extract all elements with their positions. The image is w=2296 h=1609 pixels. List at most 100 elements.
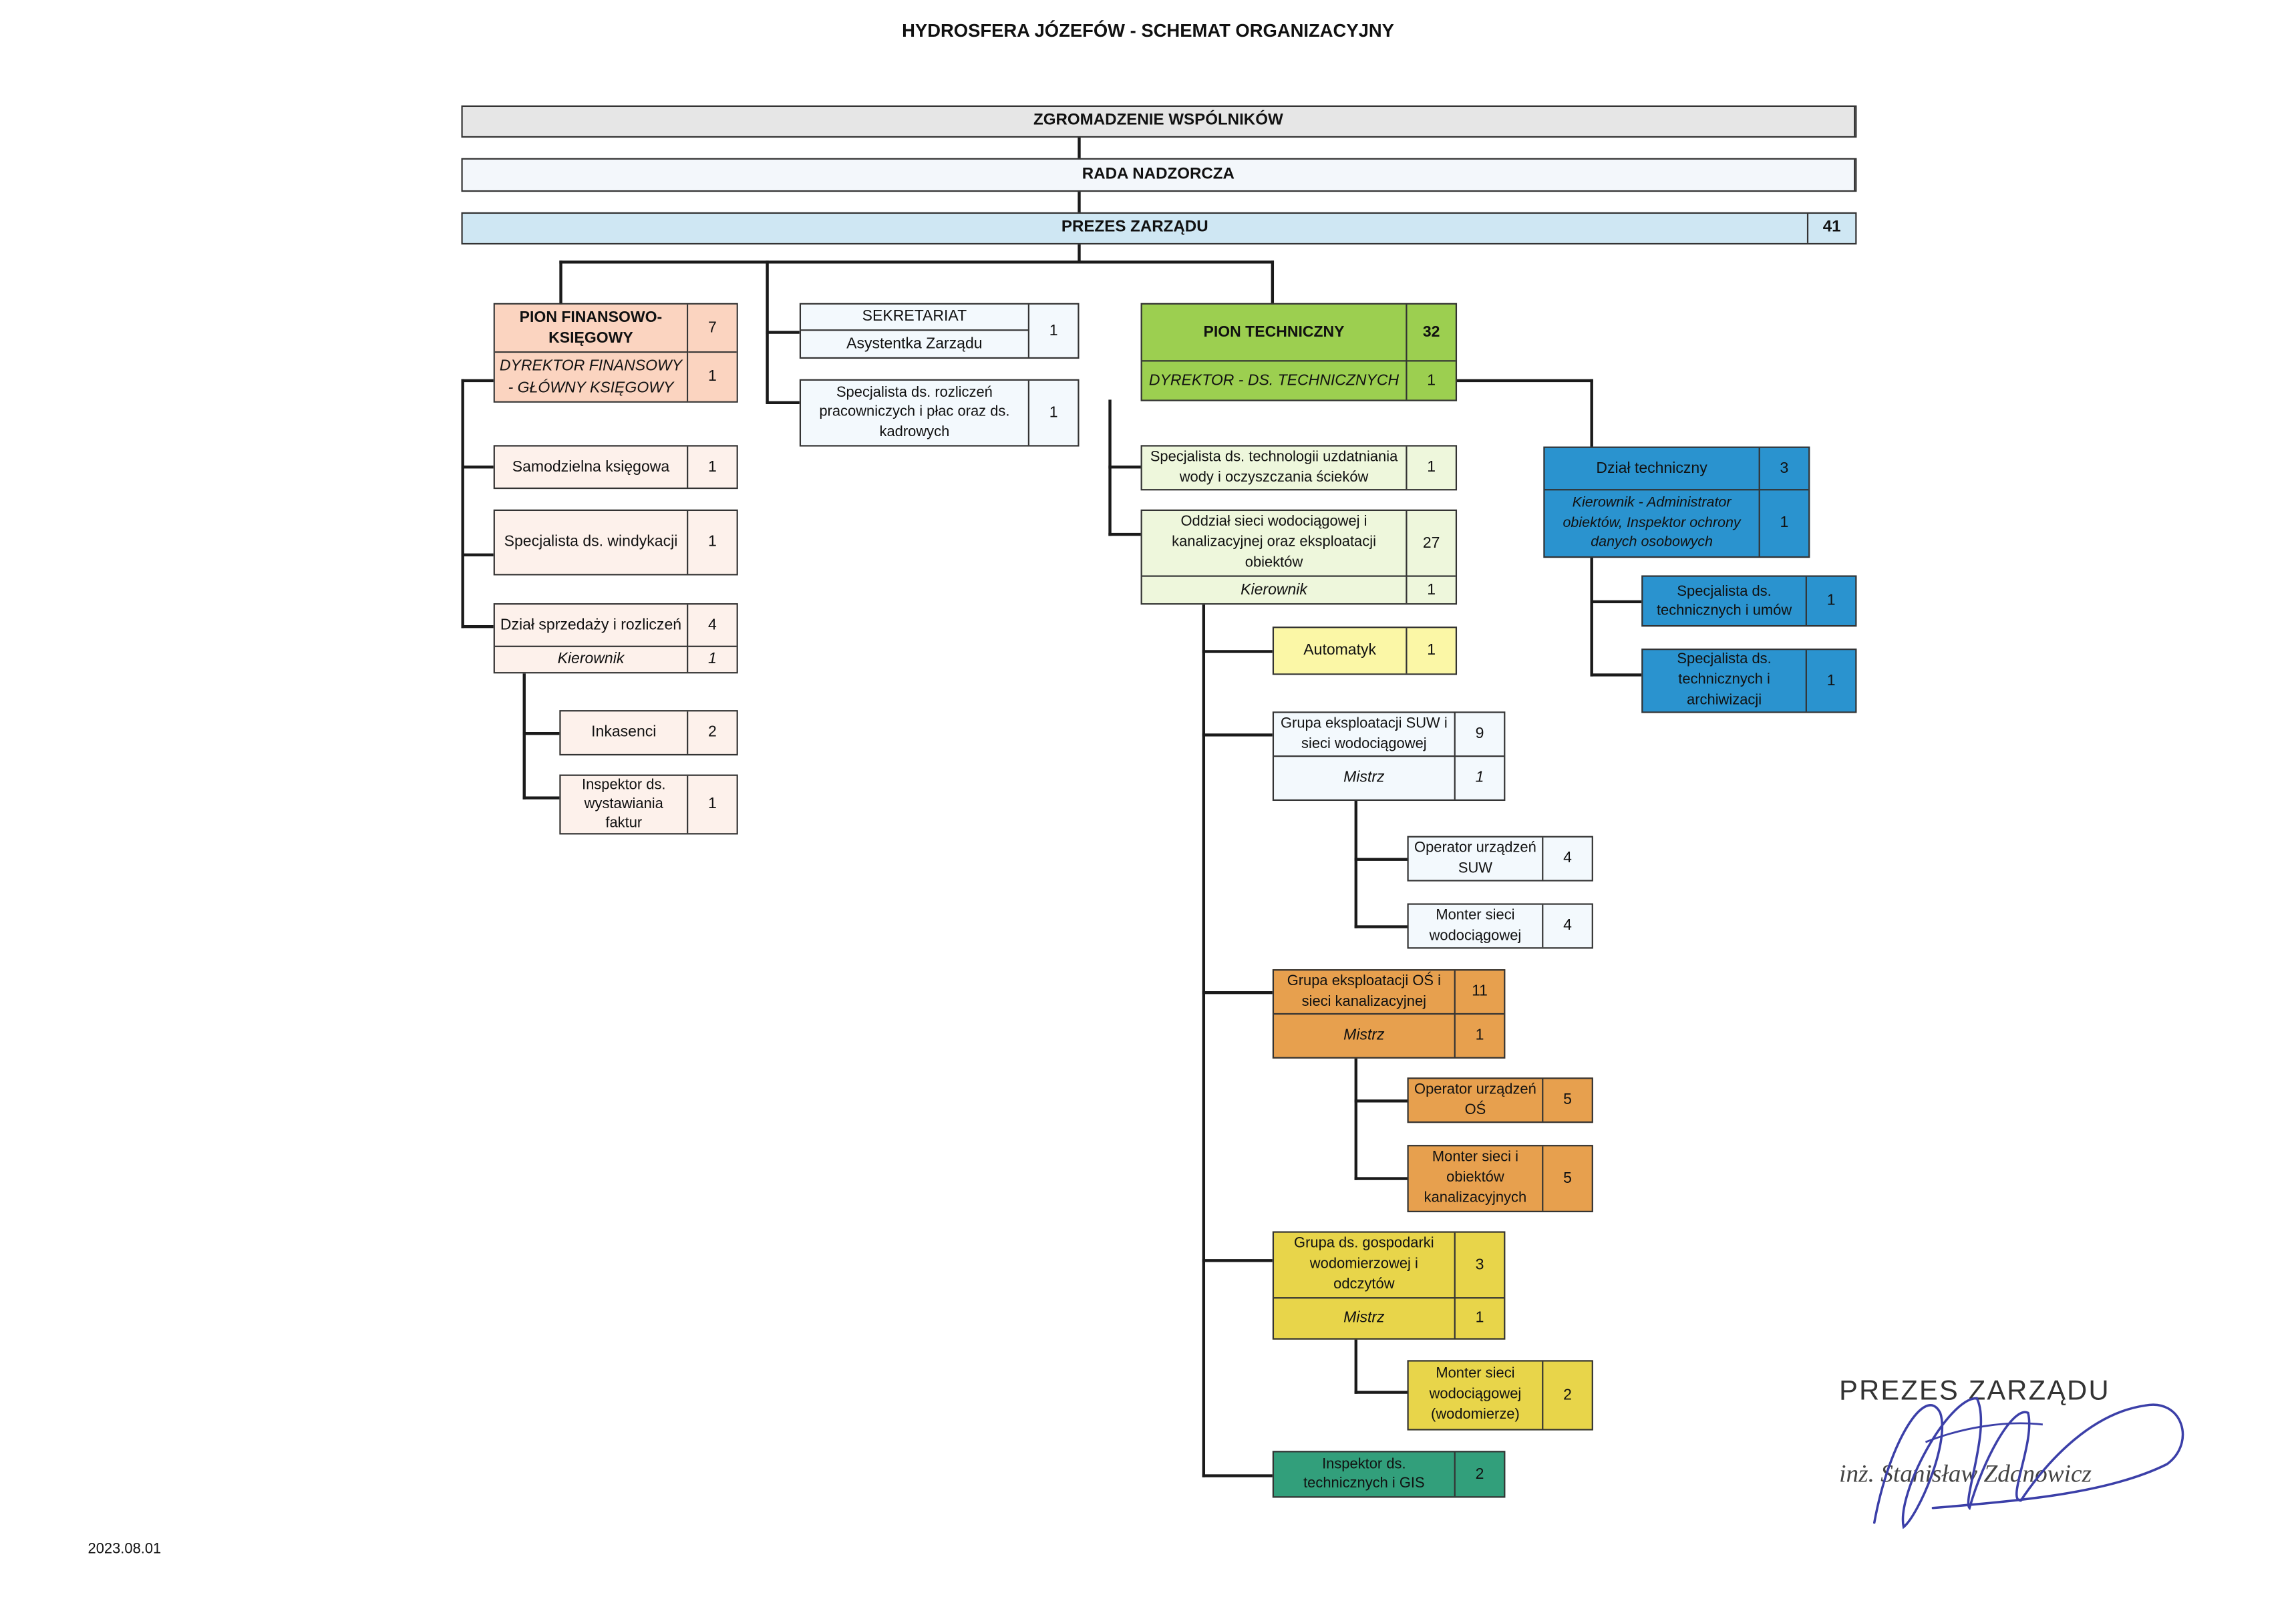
sewer-fitter-label: Monter sieci i obiektów kanalizacyjnych	[1409, 1146, 1544, 1211]
water-fitter-label: Monter sieci wodociągowej	[1409, 904, 1544, 948]
payroll-box: Specjalista ds. rozliczeń pracowniczych …	[799, 379, 1080, 447]
sales-label: Dział sprzedaży i rozliczeń	[494, 604, 689, 647]
tech-pion-label: PION TECHNICZNY	[1142, 304, 1408, 362]
tech-dept-head-label: Kierownik - Administrator obiektów, Insp…	[1545, 490, 1760, 556]
connector-line	[1354, 1099, 1408, 1103]
page-title: HYDROSFERA JÓZEFÓW - SCHEMAT ORGANIZACYJ…	[902, 20, 1394, 41]
tech-archive-box: Specjalista ds. technicznych i archiwiza…	[1641, 649, 1857, 713]
secretariat-box: SEKRETARIAT 1 Asystentka Zarządu	[799, 303, 1080, 359]
meter-group-head-count: 1	[1475, 1309, 1484, 1327]
invoices-box: Inspektor ds. wystawiania faktur 1	[559, 774, 738, 835]
invoices-label: Inspektor ds. wystawiania faktur	[561, 775, 689, 834]
collection-count: 1	[708, 533, 717, 551]
tech-archive-label: Specjalista ds. technicznych i archiwiza…	[1643, 650, 1807, 712]
connector-line	[1590, 556, 1593, 677]
connector-line	[1354, 858, 1408, 861]
os-group-head: Mistrz	[1274, 1015, 1456, 1057]
os-group-count: 11	[1455, 970, 1504, 1015]
tech-specialist-label: Specjalista ds. technologii uzdatniania …	[1142, 446, 1408, 490]
finance-pion-label: PION FINANSOWO-KSIĘGOWY	[494, 304, 689, 353]
accountant-box: Samodzielna księgowa 1	[493, 445, 738, 490]
tech-pion-box: PION TECHNICZNY 32 DYREKTOR - DS. TECHNI…	[1140, 303, 1458, 401]
finance-pion-box: PION FINANSOWO-KSIĘGOWY 7 DYREKTOR FINAN…	[493, 303, 738, 403]
connector-line	[1202, 733, 1273, 737]
connector-line	[1354, 1338, 1357, 1394]
gis-box: Inspektor ds. technicznych i GIS 2	[1272, 1451, 1506, 1498]
connector-line	[1108, 466, 1141, 469]
connector-line	[1202, 991, 1273, 995]
handwritten-signature-icon	[1873, 1397, 2184, 1530]
os-operator-box: Operator urządzeń OŚ 5	[1407, 1077, 1593, 1123]
os-operator-count: 5	[1563, 1091, 1572, 1109]
connector-line	[1202, 1259, 1273, 1262]
suw-operator-count: 4	[1563, 849, 1572, 868]
connector-line	[1590, 673, 1642, 677]
os-group-head-count: 1	[1475, 1027, 1484, 1045]
board-label: RADA NADZORCZA	[463, 159, 1856, 190]
connector-line	[1202, 603, 1206, 1477]
suw-operator-label: Operator urządzeń SUW	[1409, 837, 1544, 880]
meter-fitter-box: Monter sieci wodociągowej (wodomierze) 2	[1407, 1360, 1593, 1431]
collectors-count: 2	[708, 723, 717, 741]
payroll-count: 1	[1049, 403, 1058, 421]
suw-group-head: Mistrz	[1274, 757, 1456, 799]
connector-line	[766, 401, 800, 404]
gis-label: Inspektor ds. technicznych i GIS	[1274, 1452, 1456, 1497]
connector-line	[461, 379, 464, 629]
assembly-label: ZGROMADZENIE WSPÓLNIKÓW	[463, 107, 1856, 136]
connector-line	[559, 260, 562, 305]
os-operator-label: Operator urządzeń OŚ	[1409, 1079, 1544, 1122]
secretariat-assistant: Asystentka Zarządu	[801, 331, 1029, 357]
collectors-box: Inkasenci 2	[559, 710, 738, 756]
tech-director-label: DYREKTOR - DS. TECHNICZNYCH	[1142, 361, 1408, 400]
network-box: Oddział sieci wodociągowej i kanalizacyj…	[1140, 509, 1458, 605]
finance-director-count: 1	[688, 353, 737, 401]
connector-line	[461, 466, 494, 469]
network-head-label: Kierownik	[1142, 576, 1408, 604]
sewer-fitter-count: 5	[1563, 1169, 1572, 1188]
automation-label: Automatyk	[1274, 628, 1408, 674]
connector-line	[1202, 1474, 1273, 1477]
connector-line	[1078, 190, 1081, 214]
suw-group-head-count: 1	[1475, 769, 1484, 787]
meter-group-box: Grupa ds. gospodarki wodomierzowej i odc…	[1272, 1231, 1506, 1340]
connector-line	[1455, 379, 1593, 383]
automation-box: Automatyk 1	[1272, 627, 1458, 675]
tech-director-count: 1	[1427, 371, 1436, 389]
connector-line	[559, 260, 1275, 264]
connector-line	[461, 553, 494, 556]
network-head-count: 1	[1427, 580, 1436, 598]
collectors-label: Inkasenci	[561, 711, 689, 754]
network-count: 27	[1407, 511, 1456, 577]
tech-archive-count: 1	[1826, 671, 1836, 689]
water-fitter-box: Monter sieci wodociągowej 4	[1407, 903, 1593, 949]
president-count: 41	[1822, 218, 1841, 236]
connector-line	[1354, 799, 1357, 928]
connector-line	[1354, 1391, 1408, 1394]
sales-head-label: Kierownik	[495, 647, 689, 673]
finance-pion-count: 7	[688, 304, 737, 353]
assembly-box: ZGROMADZENIE WSPÓLNIKÓW	[461, 105, 1857, 138]
finance-director-label: DYREKTOR FINANSOWY - GŁÓWNY KSIĘGOWY	[494, 353, 689, 401]
sewer-fitter-box: Monter sieci i obiektów kanalizacyjnych …	[1407, 1145, 1593, 1212]
meter-fitter-count: 2	[1563, 1386, 1572, 1404]
meter-group-count: 3	[1455, 1233, 1504, 1299]
tech-specialist-count: 1	[1427, 458, 1436, 476]
network-label: Oddział sieci wodociągowej i kanalizacyj…	[1142, 511, 1408, 577]
tech-dept-label: Dział techniczny	[1544, 448, 1760, 491]
connector-line	[1590, 600, 1642, 604]
payroll-label: Specjalista ds. rozliczeń pracowniczych …	[801, 380, 1029, 445]
connector-line	[1354, 1177, 1408, 1180]
connector-line	[1354, 1057, 1357, 1180]
connector-line	[522, 673, 526, 799]
tech-specialist-box: Specjalista ds. technologii uzdatniania …	[1140, 445, 1458, 491]
secretariat-label: SEKRETARIAT	[801, 304, 1029, 331]
meter-fitter-label: Monter sieci wodociągowej (wodomierze)	[1409, 1361, 1544, 1429]
tech-contracts-box: Specjalista ds. technicznych i umów 1	[1641, 575, 1857, 627]
connector-line	[522, 796, 561, 799]
tech-pion-count: 32	[1407, 305, 1456, 362]
connector-line	[1202, 650, 1273, 653]
signature-title: PREZES ZARZĄDU	[1839, 1376, 2110, 1407]
suw-group-count: 9	[1455, 713, 1504, 757]
